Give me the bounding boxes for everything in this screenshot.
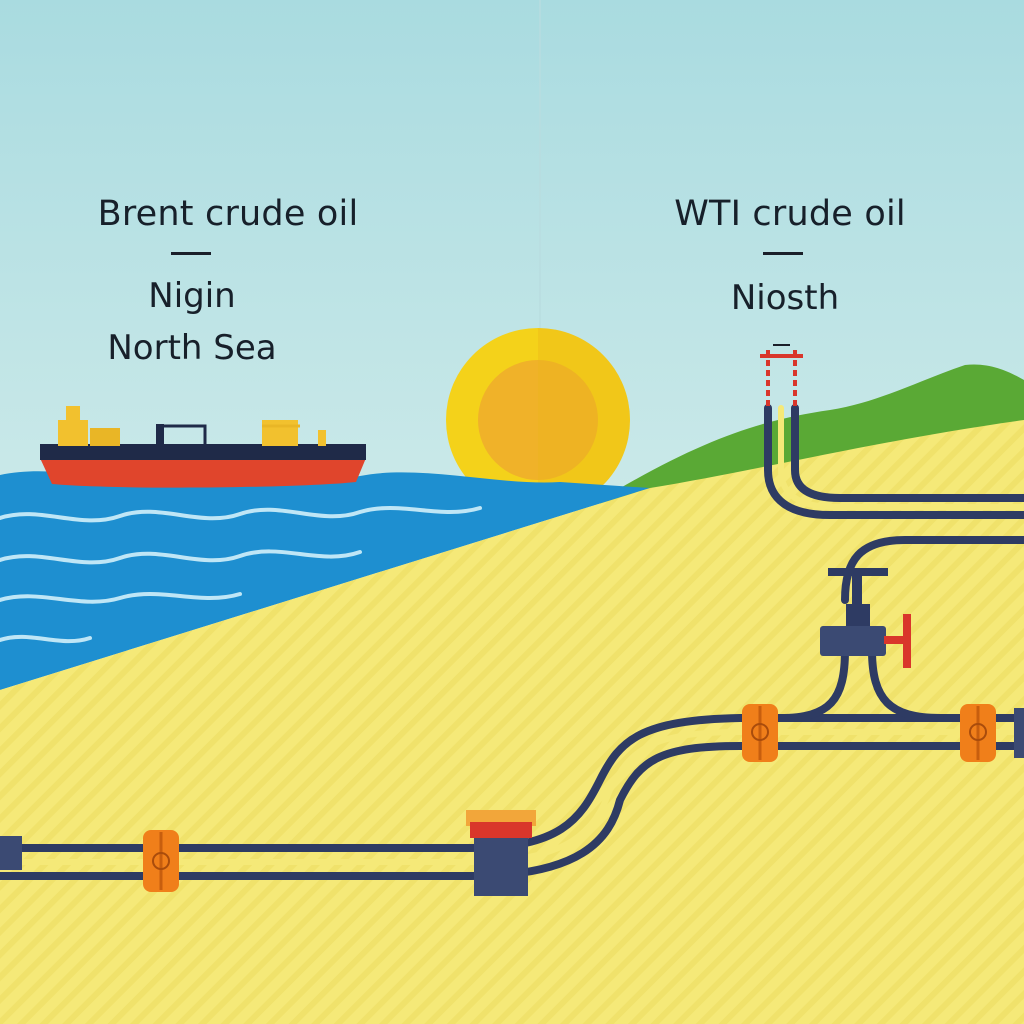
sea-waves <box>0 506 482 644</box>
brent-divider <box>171 252 211 255</box>
wti-origin-line1: Niosth <box>730 278 840 318</box>
brent-origin-line2: North Sea <box>107 328 277 368</box>
wti-divider <box>763 252 803 255</box>
wti-title: WTI crude oil <box>674 194 906 234</box>
flange-icon <box>0 704 1024 896</box>
valve-icon <box>820 568 911 668</box>
sun-icon <box>446 328 630 512</box>
tanker-ship-icon <box>40 406 366 488</box>
wellhead-icon <box>760 344 803 410</box>
brent-origin-line1: Nigin <box>148 276 236 316</box>
brent-title: Brent crude oil <box>97 194 359 234</box>
sea <box>0 469 650 690</box>
